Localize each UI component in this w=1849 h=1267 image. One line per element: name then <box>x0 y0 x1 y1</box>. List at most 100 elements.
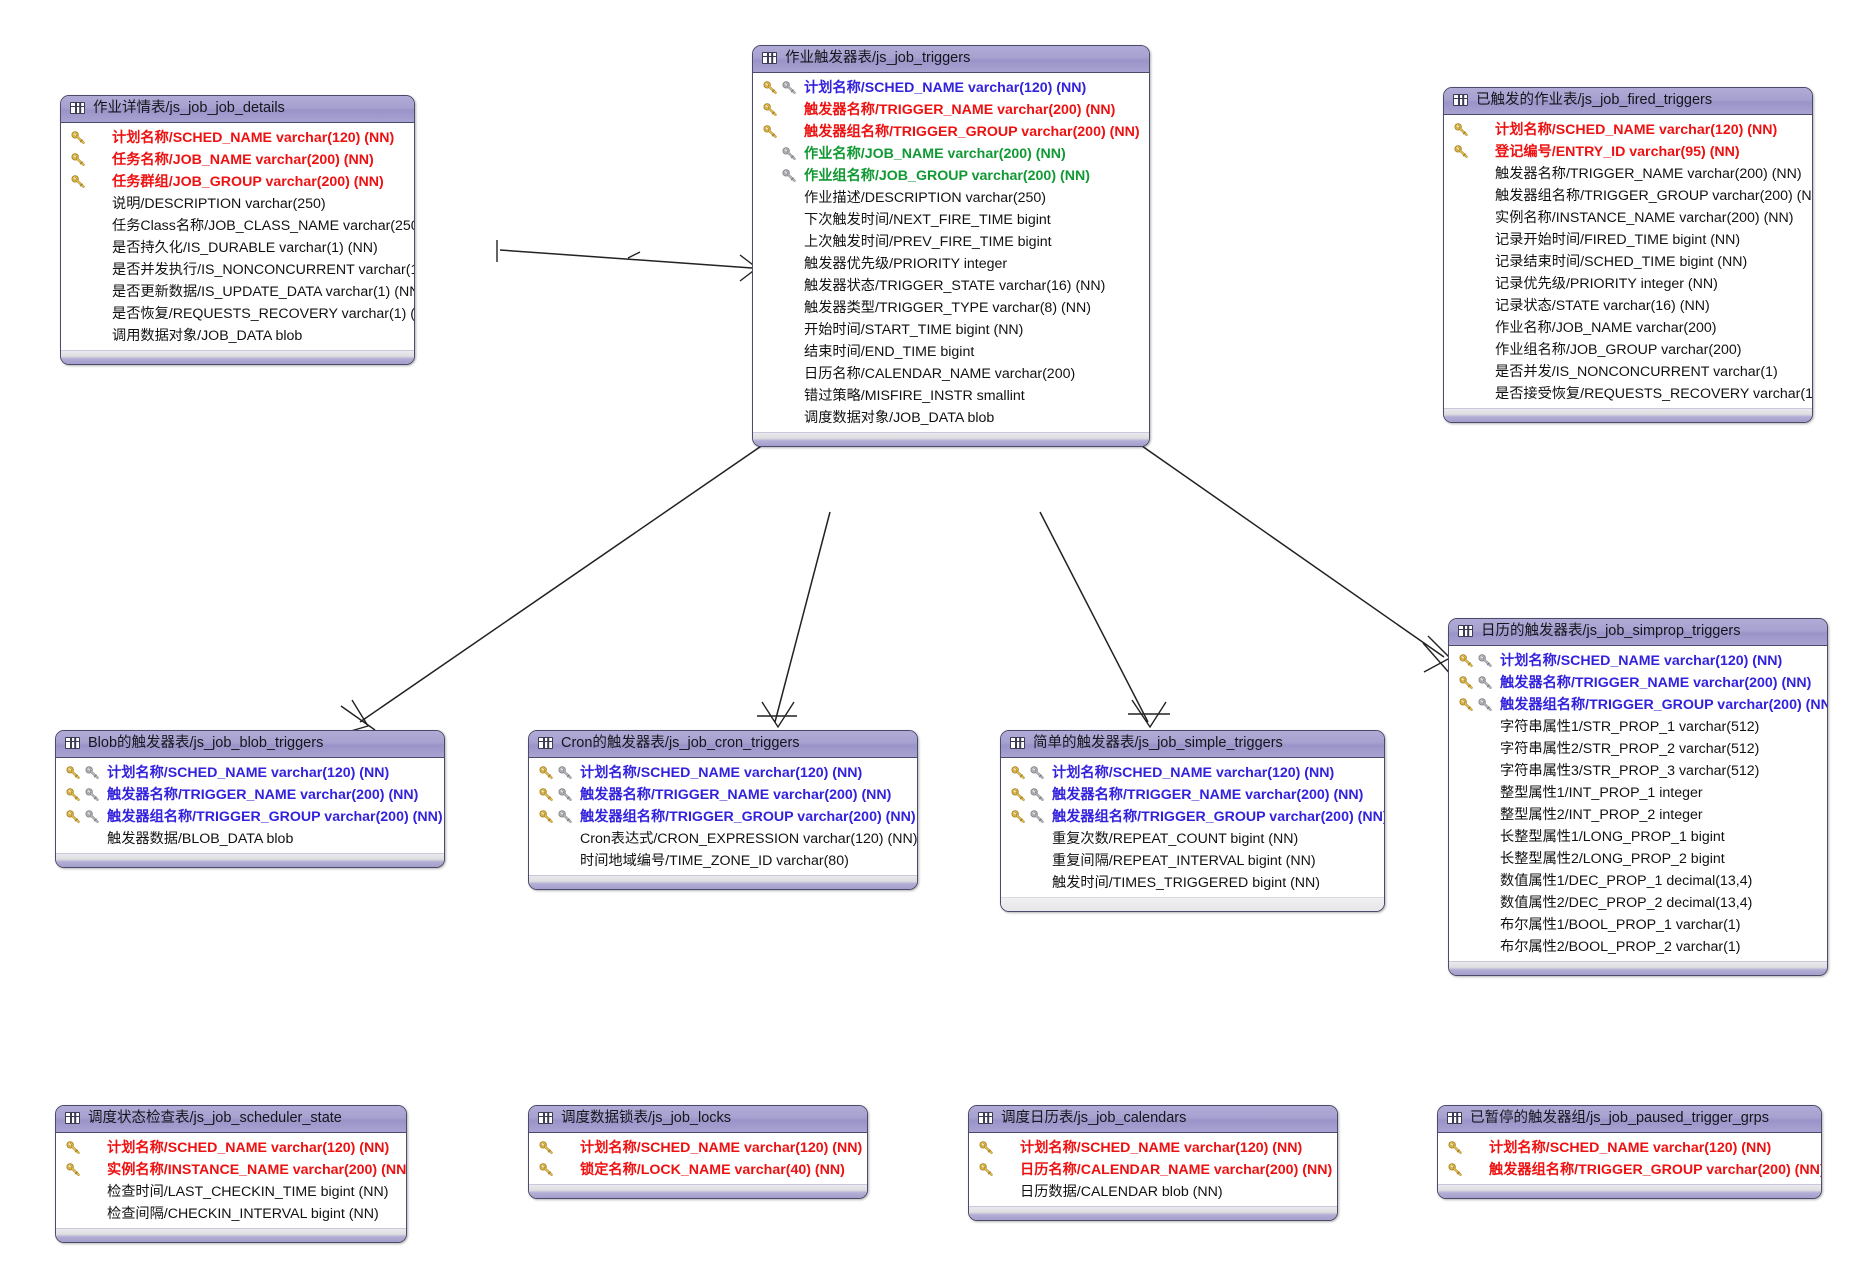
pk-key-icon-slot <box>66 1140 85 1156</box>
field-row[interactable]: 错过策略/MISFIRE_INSTR smallint <box>753 385 1149 407</box>
field-row[interactable]: 触发器名称/TRIGGER_NAME varchar(200) (NN) <box>1444 163 1812 185</box>
key-icon-slot-empty <box>90 284 109 300</box>
field-row[interactable]: 计划名称/SCHED_NAME varchar(120) (NN) <box>56 762 444 784</box>
field-row[interactable]: 锁定名称/LOCK_NAME varchar(40) (NN) <box>529 1159 867 1181</box>
field-row[interactable]: 重复次数/REPEAT_COUNT bigint (NN) <box>1001 828 1384 850</box>
field-label: Cron表达式/CRON_EXPRESSION varchar(120) (NN… <box>580 830 918 847</box>
field-row[interactable]: 触发器组名称/TRIGGER_GROUP varchar(200) (NN) <box>753 121 1149 143</box>
field-row[interactable]: 触发器组名称/TRIGGER_GROUP varchar(200) (NN) <box>1438 1159 1821 1181</box>
field-row[interactable]: 重复间隔/REPEAT_INTERVAL bigint (NN) <box>1001 850 1384 872</box>
field-row[interactable]: 触发器组名称/TRIGGER_GROUP varchar(200) (NN) <box>529 806 917 828</box>
field-row[interactable]: 布尔属性1/BOOL_PROP_1 varchar(1) <box>1449 914 1827 936</box>
field-row[interactable]: 调用数据对象/JOB_DATA blob <box>61 325 414 347</box>
field-row[interactable]: 数值属性2/DEC_PROP_2 decimal(13,4) <box>1449 892 1827 914</box>
field-row[interactable]: 是否并发执行/IS_NONCONCURRENT varchar(1) (NN) <box>61 259 414 281</box>
field-row[interactable]: 结束时间/END_TIME bigint <box>753 341 1149 363</box>
field-row[interactable]: 触发器名称/TRIGGER_NAME varchar(200) (NN) <box>529 784 917 806</box>
field-row[interactable]: 作业描述/DESCRIPTION varchar(250) <box>753 187 1149 209</box>
field-row[interactable]: 记录优先级/PRIORITY integer (NN) <box>1444 273 1812 295</box>
field-row[interactable]: 整型属性2/INT_PROP_2 integer <box>1449 804 1827 826</box>
field-row[interactable]: 上次触发时间/PREV_FIRE_TIME bigint <box>753 231 1149 253</box>
field-row[interactable]: 触发器组名称/TRIGGER_GROUP varchar(200) (NN) <box>1001 806 1384 828</box>
field-row[interactable]: 计划名称/SCHED_NAME varchar(120) (NN) <box>1449 650 1827 672</box>
field-row[interactable]: 计划名称/SCHED_NAME varchar(120) (NN) <box>529 762 917 784</box>
field-row[interactable]: 任务名称/JOB_NAME varchar(200) (NN) <box>61 149 414 171</box>
field-row[interactable]: 实例名称/INSTANCE_NAME varchar(200) (NN) <box>1444 207 1812 229</box>
field-row[interactable]: 任务群组/JOB_GROUP varchar(200) (NN) <box>61 171 414 193</box>
field-row[interactable]: 下次触发时间/NEXT_FIRE_TIME bigint <box>753 209 1149 231</box>
field-row[interactable]: 数值属性1/DEC_PROP_1 decimal(13,4) <box>1449 870 1827 892</box>
field-row[interactable]: 布尔属性2/BOOL_PROP_2 varchar(1) <box>1449 936 1827 958</box>
field-row[interactable]: 登记编号/ENTRY_ID varchar(95) (NN) <box>1444 141 1812 163</box>
field-row[interactable]: 开始时间/START_TIME bigint (NN) <box>753 319 1149 341</box>
entity-footer <box>529 1183 867 1198</box>
field-row[interactable]: 是否持久化/IS_DURABLE varchar(1) (NN) <box>61 237 414 259</box>
field-row[interactable]: Cron表达式/CRON_EXPRESSION varchar(120) (NN… <box>529 828 917 850</box>
field-row[interactable]: 触发器名称/TRIGGER_NAME varchar(200) (NN) <box>1449 672 1827 694</box>
field-row[interactable]: 作业名称/JOB_NAME varchar(200) <box>1444 317 1812 339</box>
field-row[interactable]: 计划名称/SCHED_NAME varchar(120) (NN) <box>529 1137 867 1159</box>
field-row[interactable]: 计划名称/SCHED_NAME varchar(120) (NN) <box>1438 1137 1821 1159</box>
field-row[interactable]: 是否并发/IS_NONCONCURRENT varchar(1) <box>1444 361 1812 383</box>
field-row[interactable]: 长整型属性2/LONG_PROP_2 bigint <box>1449 848 1827 870</box>
field-row[interactable]: 计划名称/SCHED_NAME varchar(120) (NN) <box>753 77 1149 99</box>
field-row[interactable]: 实例名称/INSTANCE_NAME varchar(200) (NN) <box>56 1159 406 1181</box>
field-label: 触发器名称/TRIGGER_NAME varchar(200) (NN) <box>804 101 1116 118</box>
field-row[interactable]: 整型属性1/INT_PROP_1 integer <box>1449 782 1827 804</box>
field-row[interactable]: 作业组名称/JOB_GROUP varchar(200) <box>1444 339 1812 361</box>
field-row[interactable]: 记录状态/STATE varchar(16) (NN) <box>1444 295 1812 317</box>
field-row[interactable]: 触发器组名称/TRIGGER_GROUP varchar(200) (NN) <box>56 806 444 828</box>
field-row[interactable]: 检查间隔/CHECKIN_INTERVAL bigint (NN) <box>56 1203 406 1225</box>
field-row[interactable]: 计划名称/SCHED_NAME varchar(120) (NN) <box>61 127 414 149</box>
field-row[interactable]: 计划名称/SCHED_NAME varchar(120) (NN) <box>56 1137 406 1159</box>
key-icon-slot-empty <box>1473 298 1492 314</box>
field-row[interactable]: 触发器优先级/PRIORITY integer <box>753 253 1149 275</box>
field-row[interactable]: 长整型属性1/LONG_PROP_1 bigint <box>1449 826 1827 848</box>
field-row[interactable]: 作业名称/JOB_NAME varchar(200) (NN) <box>753 143 1149 165</box>
field-row[interactable]: 触发器名称/TRIGGER_NAME varchar(200) (NN) <box>753 99 1149 121</box>
field-row[interactable]: 触发器类型/TRIGGER_TYPE varchar(8) (NN) <box>753 297 1149 319</box>
field-row[interactable]: 任务Class名称/JOB_CLASS_NAME varchar(250) (N… <box>61 215 414 237</box>
field-row[interactable]: 记录结束时间/SCHED_TIME bigint (NN) <box>1444 251 1812 273</box>
field-row[interactable]: 字符串属性3/STR_PROP_3 varchar(512) <box>1449 760 1827 782</box>
field-row[interactable]: 是否接受恢复/REQUESTS_RECOVERY varchar(1) <box>1444 383 1812 405</box>
field-row[interactable]: 触发器状态/TRIGGER_STATE varchar(16) (NN) <box>753 275 1149 297</box>
field-row[interactable]: 计划名称/SCHED_NAME varchar(120) (NN) <box>1001 762 1384 784</box>
field-row[interactable]: 触发器组名称/TRIGGER_GROUP varchar(200) (NN) <box>1449 694 1827 716</box>
field-row[interactable]: 触发器数据/BLOB_DATA blob <box>56 828 444 850</box>
key-icon-slot-empty <box>1030 831 1049 847</box>
field-row[interactable]: 作业组名称/JOB_GROUP varchar(200) (NN) <box>753 165 1149 187</box>
field-row[interactable]: 说明/DESCRIPTION varchar(250) <box>61 193 414 215</box>
field-row[interactable]: 调度数据对象/JOB_DATA blob <box>753 407 1149 429</box>
field-row[interactable]: 触发器名称/TRIGGER_NAME varchar(200) (NN) <box>1001 784 1384 806</box>
field-row[interactable]: 日历数据/CALENDAR blob (NN) <box>969 1181 1337 1203</box>
field-row[interactable]: 触发器组名称/TRIGGER_GROUP varchar(200) (NN) <box>1444 185 1812 207</box>
field-row[interactable]: 检查时间/LAST_CHECKIN_TIME bigint (NN) <box>56 1181 406 1203</box>
field-row[interactable]: 计划名称/SCHED_NAME varchar(120) (NN) <box>1444 119 1812 141</box>
field-row[interactable]: 触发器名称/TRIGGER_NAME varchar(200) (NN) <box>56 784 444 806</box>
field-row[interactable]: 字符串属性1/STR_PROP_1 varchar(512) <box>1449 716 1827 738</box>
field-row[interactable]: 时间地域编号/TIME_ZONE_ID varchar(80) <box>529 850 917 872</box>
field-row[interactable]: 计划名称/SCHED_NAME varchar(120) (NN) <box>969 1137 1337 1159</box>
gold-key-icon <box>1448 1140 1462 1154</box>
field-label: 记录结束时间/SCHED_TIME bigint (NN) <box>1495 253 1748 270</box>
field-row[interactable]: 是否恢复/REQUESTS_RECOVERY varchar(1) (NN) <box>61 303 414 325</box>
field-row[interactable]: 记录开始时间/FIRED_TIME bigint (NN) <box>1444 229 1812 251</box>
field-row[interactable]: 日历名称/CALENDAR_NAME varchar(200) (NN) <box>969 1159 1337 1181</box>
field-row[interactable]: 是否更新数据/IS_UPDATE_DATA varchar(1) (NN) <box>61 281 414 303</box>
field-label: 实例名称/INSTANCE_NAME varchar(200) (NN) <box>107 1161 407 1178</box>
field-row[interactable]: 字符串属性2/STR_PROP_2 varchar(512) <box>1449 738 1827 760</box>
field-row[interactable]: 触发时间/TIMES_TRIGGERED bigint (NN) <box>1001 872 1384 894</box>
field-row[interactable]: 日历名称/CALENDAR_NAME varchar(200) <box>753 363 1149 385</box>
